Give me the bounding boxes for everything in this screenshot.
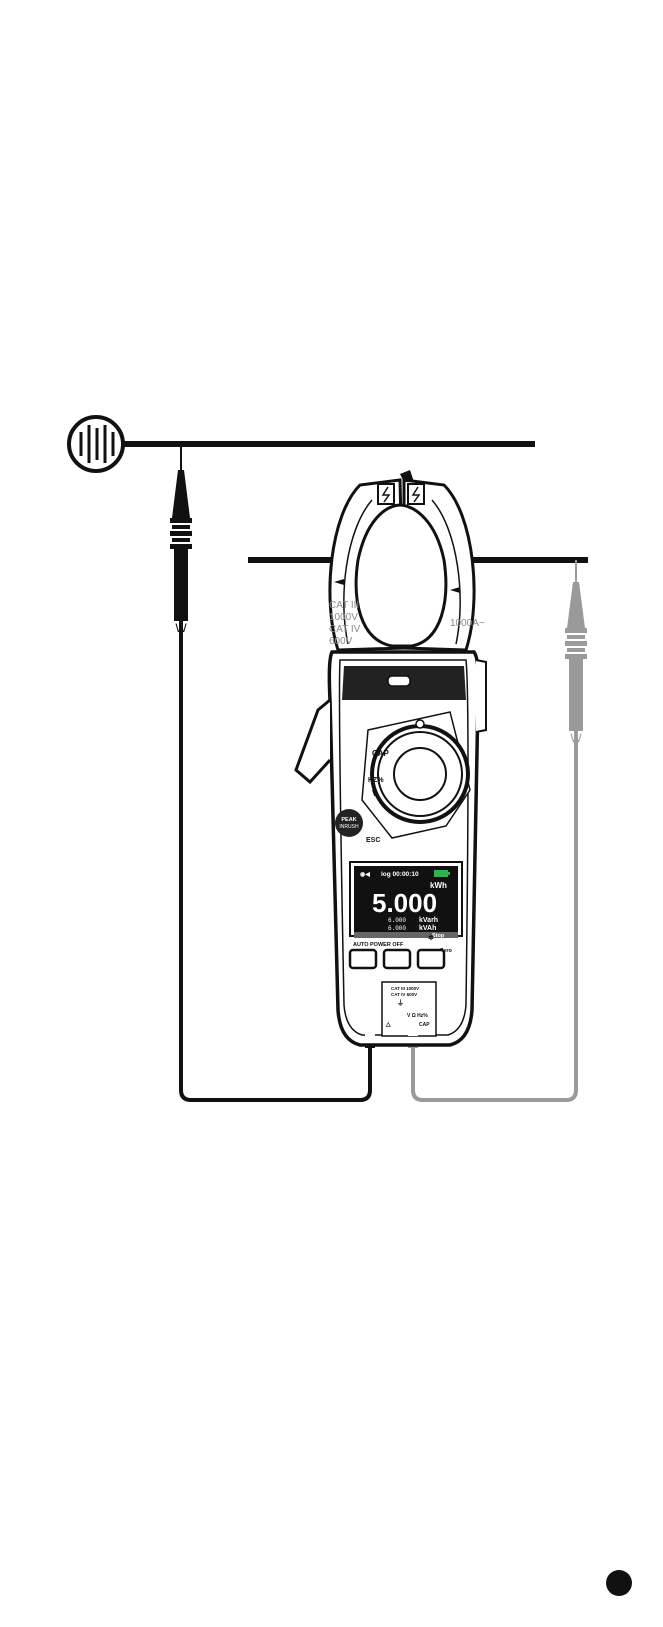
auto-power-off-label: AUTO POWER OFF [353, 942, 404, 948]
record-icon: ◉◀ [360, 871, 370, 878]
ac-source-symbol [69, 417, 123, 471]
row1-unit: kVarh [419, 917, 438, 924]
softkey-stop: Stop [432, 933, 445, 939]
row1-value: 6.000 [388, 917, 406, 924]
battery-icon [434, 870, 448, 877]
esc-label: ESC [366, 837, 380, 844]
status-text: log 00:00:10 [381, 871, 419, 878]
terminal-cap-label: CAP [419, 1022, 430, 1028]
cat-label-2: 1000V [329, 612, 358, 623]
input-terminals: CAT III 1000V CAT IV 600V ⏚ V Ω Hz% △ CA… [382, 982, 436, 1036]
jaw-rating-label: 1000A~ [450, 618, 485, 629]
function-button-1[interactable] [350, 950, 376, 968]
function-button-3[interactable] [418, 950, 444, 968]
terminal-rating-2: CAT IV 600V [391, 992, 417, 997]
terminal-rating-1: CAT III 1000V [391, 986, 419, 991]
ground-icon: ⏚ [397, 999, 404, 1007]
cat-label-3: CAT IV [329, 624, 361, 635]
dial-v-label: V [372, 789, 378, 798]
row2-value: 6.000 [388, 925, 406, 932]
dial-cap-label: CAP [372, 749, 390, 758]
light-icon: ✲ [428, 934, 434, 942]
function-button-2[interactable] [384, 950, 410, 968]
main-reading: 5.000 [372, 888, 437, 918]
page-marker [606, 1570, 632, 1596]
lcd-display: ◉◀ log 00:00:10 kWh 5.000 6.000 kVarh 6.… [350, 862, 462, 939]
row2-unit: kVAh [419, 925, 436, 932]
peak-label: PEAK [341, 817, 356, 823]
cat-label-4: 600V [329, 636, 353, 647]
warning-icon: △ [385, 1021, 391, 1028]
dial-hz-label: HZ% [368, 777, 384, 784]
inrush-label: INRUSH [339, 824, 359, 830]
cat-label-1: CAT III [329, 600, 359, 611]
terminal-label: V Ω Hz% [407, 1013, 428, 1019]
